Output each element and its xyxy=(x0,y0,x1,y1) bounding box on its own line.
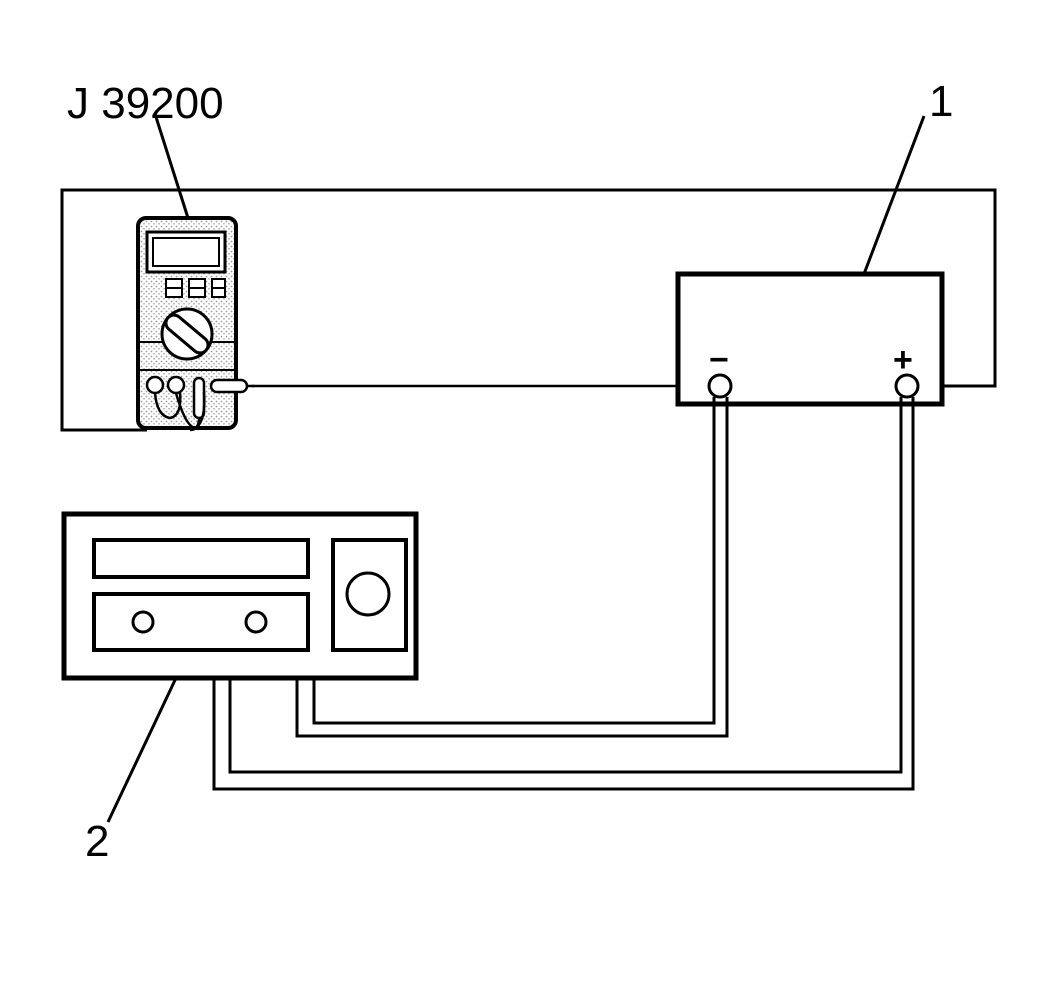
battery xyxy=(675,271,945,407)
meter-return-wire xyxy=(60,188,997,432)
meter-lead xyxy=(153,391,206,432)
positive-cable xyxy=(212,397,915,791)
battery-callout-line xyxy=(862,115,926,275)
meter-callout-line xyxy=(154,116,190,219)
tester-label: 2 xyxy=(85,817,110,866)
battery-tester xyxy=(61,511,419,681)
tester-control-panel xyxy=(92,592,310,652)
meter-selector-dial xyxy=(160,307,214,361)
tester-gauge-panel xyxy=(331,538,408,652)
positive-terminal xyxy=(894,373,920,399)
multimeter xyxy=(136,216,254,432)
battery-label: 1 xyxy=(929,77,954,126)
tester-knob-right xyxy=(244,610,268,634)
negative-polarity-label: − xyxy=(709,341,729,379)
negative-terminal xyxy=(707,373,733,399)
tester-knob-left xyxy=(131,610,155,634)
tester-callout-line xyxy=(106,677,178,823)
meter-label: J 39200 xyxy=(67,79,224,128)
meter-buttons xyxy=(165,278,226,298)
negative-cable xyxy=(295,397,729,738)
tester-gauge-dial xyxy=(345,571,391,617)
tester-display xyxy=(92,538,310,579)
positive-polarity-label: + xyxy=(893,341,913,379)
